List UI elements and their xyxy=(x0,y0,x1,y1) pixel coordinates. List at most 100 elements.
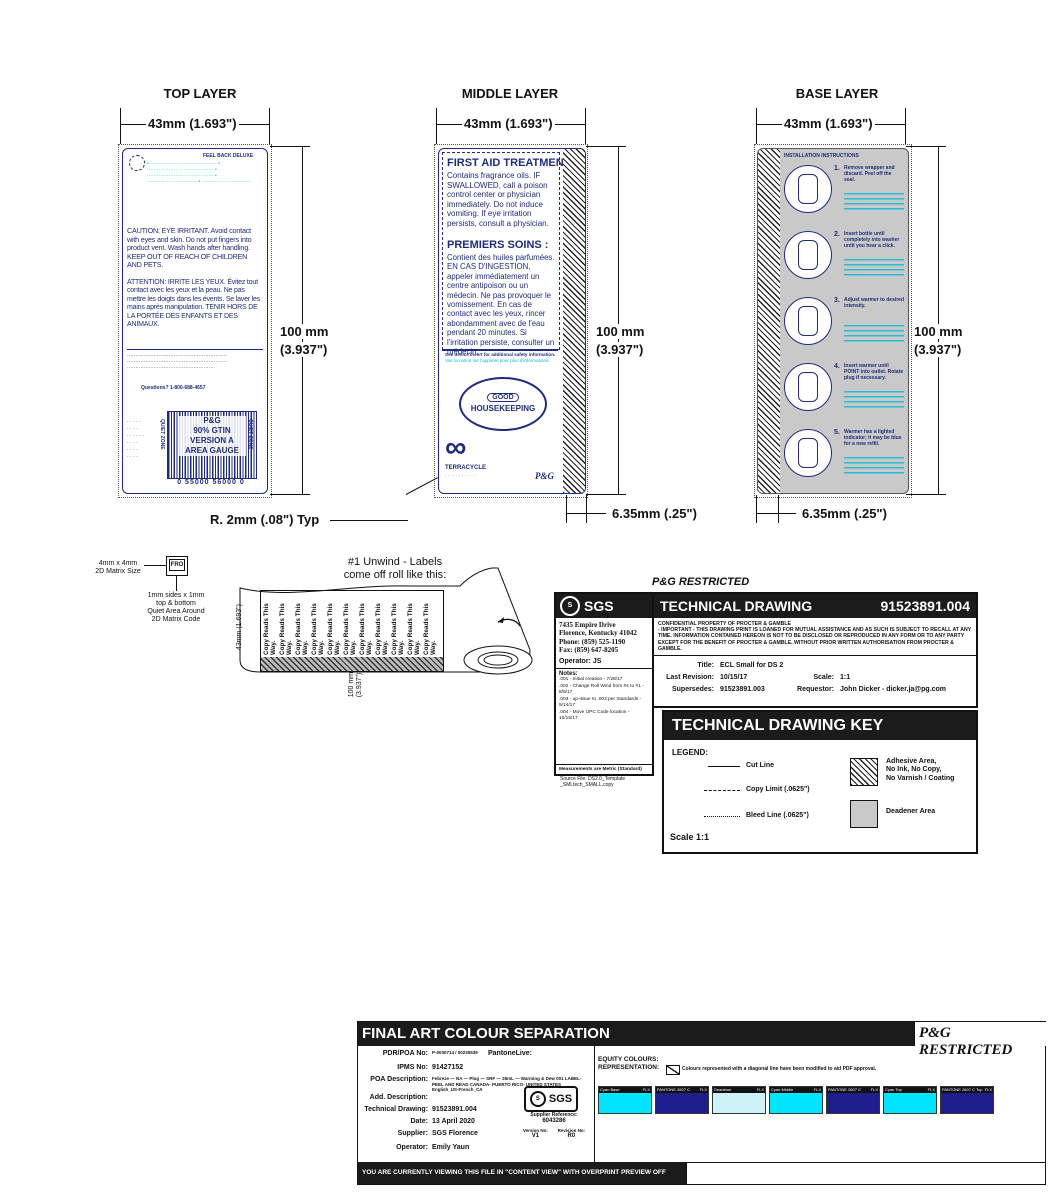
version-value: V1 xyxy=(531,1133,540,1139)
step-illustration-icon xyxy=(784,297,832,345)
final-art-field-label: POA Description: xyxy=(370,1076,428,1083)
sgs-logo-icon: S xyxy=(560,596,580,616)
base-layer-title: BASE LAYER xyxy=(795,86,879,101)
questions-line: Questions? 1-800-688-4657 xyxy=(141,385,206,391)
pg-logo-middle: P&G xyxy=(535,471,554,481)
roll-label-strip: Copy Reads This Way.Copy Reads This Way.… xyxy=(260,590,444,672)
sgs-logo-final: S SGS xyxy=(524,1086,578,1112)
step-number: 3. xyxy=(834,297,840,304)
unwind-label: #1 Unwind - Labels come off roll like th… xyxy=(343,556,447,581)
pantonelive-label: PantoneLive: xyxy=(488,1050,532,1057)
premiers-soins-title: PREMIERS SOINS : xyxy=(447,239,549,251)
swatch-tag: FLX xyxy=(870,1087,878,1092)
roll-diagram xyxy=(239,567,533,675)
swatch-fill xyxy=(827,1093,879,1113)
source-file-note: Source File: DS2.0_Template _SMLtech_SMA… xyxy=(560,776,626,788)
quiet-zone-left: QUIET ZONE xyxy=(159,419,165,450)
barcode-number: 0 55000 56000 0 xyxy=(177,479,245,486)
top-label-bleed xyxy=(118,144,272,498)
confidential-heading: CONFIDENTIAL PROPERTY OF PROCTER & GAMBL… xyxy=(658,621,791,627)
colour-swatch: Cyan Middle FLX xyxy=(769,1086,823,1114)
installation-step: 2.Insert bottle until completely into wa… xyxy=(784,229,904,291)
final-art-panel: FINAL ART COLOUR SEPARATION P&G RESTRICT… xyxy=(357,1021,1046,1185)
supersedes-value: 91523891.003 xyxy=(720,686,765,694)
radius-note: R. 2mm (.08") Typ xyxy=(210,477,450,530)
roll-length-dim: 100 mm (3.937") xyxy=(348,672,363,698)
quiet-zone-right: QUIET ZONE xyxy=(247,419,253,450)
step-text: Insert bottle until completely into wash… xyxy=(844,231,900,249)
representation-note: Colours represented with a diagonal line… xyxy=(682,1066,877,1072)
final-art-field-label: Operator: xyxy=(396,1144,428,1151)
base-label: INSTALLATION INSTRUCTIONS 1.Remove wrapp… xyxy=(757,148,909,494)
revision-note: .002 - Change Roll Wind from #4 to #1 - … xyxy=(559,683,644,695)
middle-bleed-dim: 6.35mm (.25") xyxy=(560,495,720,525)
middle-width-dim: 43mm (1.693") xyxy=(436,104,586,144)
final-art-field-label: Supplier: xyxy=(397,1130,428,1137)
swatch-fill xyxy=(656,1093,708,1113)
adhesive-edge xyxy=(261,657,443,671)
sgs-logo-text: SGS xyxy=(584,598,614,614)
deadener-swatch xyxy=(850,800,878,828)
swatch-name: Cyan Base xyxy=(600,1087,620,1092)
swatch-tag: FLX xyxy=(984,1087,992,1092)
middle-layer-title: MIDDLE LAYER xyxy=(461,86,559,101)
swatch-name: Deadener xyxy=(714,1087,732,1092)
swatch-name: Cyan Middle xyxy=(771,1087,794,1092)
top-width-dim: 43mm (1.693") xyxy=(120,104,270,144)
caution-text: CAUTION: EYE IRRITANT. Avoid contact wit… xyxy=(127,226,252,270)
colour-swatch: Deadener FLX xyxy=(712,1086,766,1114)
final-art-field-value: Emily Yaun xyxy=(432,1144,470,1151)
base-bleed-dim: 6.35mm (.25") xyxy=(756,495,956,525)
copy-text-column: Copy Reads This Way. xyxy=(423,603,437,655)
step-illustration-icon xyxy=(784,363,832,411)
step-illustration-icon xyxy=(784,429,832,477)
step-number: 4. xyxy=(834,363,840,370)
measurements-note: Measurements are Metric (Standard) xyxy=(556,764,652,774)
step-text: Insert warmer until POINT into outlet. R… xyxy=(844,363,904,381)
top-label-fine-print: • ······································… xyxy=(147,161,252,185)
copy-text-column: Copy Reads This Way. xyxy=(295,603,309,655)
final-art-field-label: Add. Description: xyxy=(369,1094,428,1101)
final-art-field-value: 13 April 2020 xyxy=(432,1118,475,1125)
representation-label: REPRESENTATION: xyxy=(598,1064,660,1071)
copy-text-column: Copy Reads This Way. xyxy=(407,603,421,655)
good-housekeeping-seal: GOOD HOUSEKEEPING xyxy=(459,377,547,431)
matrix-quiet-label: 1mm sides x 1mm top & bottom Quiet Area … xyxy=(147,592,205,623)
revision-note: .001 - Initial creation - 7/28/17 xyxy=(559,676,623,682)
final-art-field-label: Date: xyxy=(410,1118,428,1125)
installation-step: 4. Insert warmer until POINT into outlet.… xyxy=(784,361,904,423)
step-illustration-icon xyxy=(784,231,832,279)
confidential-text: - IMPORTANT - THIS DRAWING PRINT IS LOAN… xyxy=(658,627,972,652)
base-width-dim: 43mm (1.693") xyxy=(756,104,906,144)
matrix-size-label: 4mm x 4mm 2D Matrix Size xyxy=(95,560,141,575)
swatch-name: PANTONE 2607 C Top xyxy=(942,1087,983,1092)
installation-step: 3. Adjust warmer to desired intensity. xyxy=(784,295,904,357)
scale-value: 1:1 xyxy=(840,674,851,682)
operator-line: Operator: JS xyxy=(556,658,652,669)
last-revision-value: 10/15/17 xyxy=(720,674,748,682)
copy-text-column: Copy Reads This Way. xyxy=(327,603,341,655)
middle-label: FIRST AID TREATMENT: Contains fragrance … xyxy=(438,148,586,494)
middle-height-dim: 100 mm (3.937") xyxy=(586,146,656,496)
tech-drawing-title: TECHNICAL DRAWING xyxy=(660,598,813,614)
barcode: P&G 90% GTIN VERSION A AREA GAUGE xyxy=(167,411,257,479)
copy-limit-sample xyxy=(704,790,740,791)
swatch-tag: FLX xyxy=(813,1087,821,1092)
installation-steps: 1.Remove wrapper and discard. Peel off t… xyxy=(784,163,904,489)
diagonal-line-icon xyxy=(666,1065,680,1075)
copy-text-column: Copy Reads This Way. xyxy=(311,603,325,655)
copy-text-column: Copy Reads This Way. xyxy=(375,603,389,655)
terracycle-icon: ∞ xyxy=(445,431,467,464)
drawing-title-value: ECL Small for DS 2 xyxy=(720,662,784,670)
base-height-dim: 100 mm (3.937") xyxy=(906,146,976,496)
final-art-field-label: IPMS No: xyxy=(397,1064,428,1071)
swatch-tag: FLX xyxy=(756,1087,764,1092)
step-text: Adjust warmer to desired intensity. xyxy=(844,297,905,309)
adhesive-swatch xyxy=(850,758,878,786)
cut-line-sample xyxy=(708,766,740,767)
sgs-info-panel: S SGS 7435 Empire Drive Florence, Kentuc… xyxy=(554,592,654,776)
installation-header: INSTALLATION INSTRUCTIONS xyxy=(784,153,859,159)
